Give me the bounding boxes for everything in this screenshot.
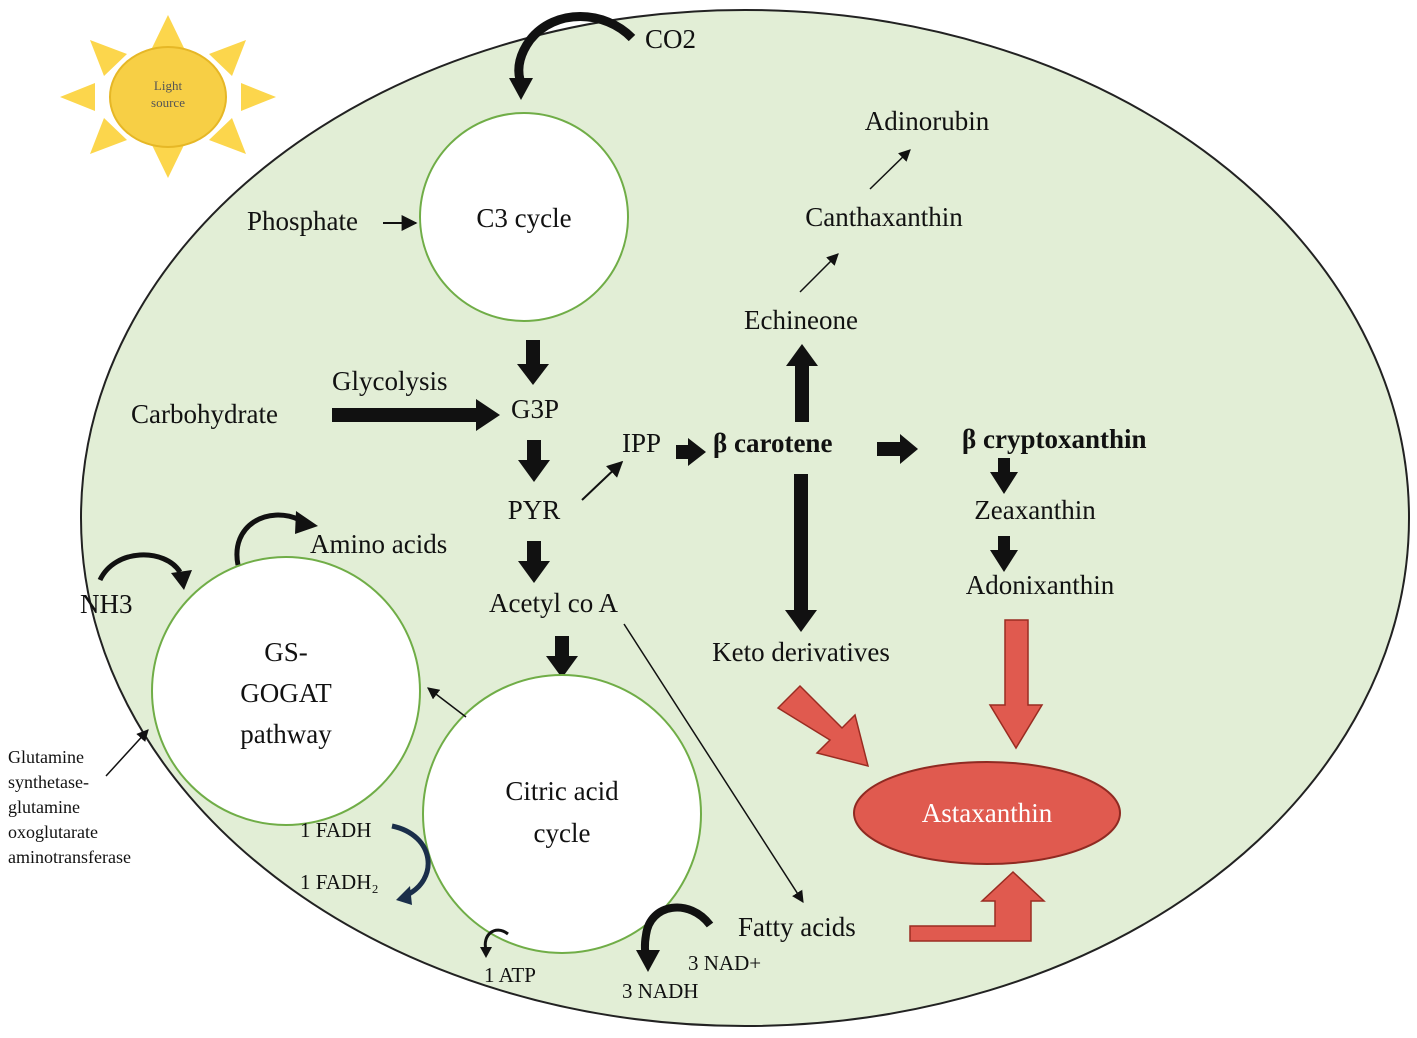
nad-label: 3 NAD+ (688, 951, 761, 975)
fadh-label: 1 FADH (300, 818, 371, 842)
beta-cryptoxanthin-label: β cryptoxanthin (962, 424, 1147, 454)
astaxanthin-label: Astaxanthin (922, 798, 1053, 828)
acetylcoa-to-fatty-acids-arrow (623, 623, 804, 904)
fatty-acids-label: Fatty acids (738, 912, 856, 942)
adinorubin-label: Adinorubin (865, 106, 990, 136)
gs-gogat-line2: GOGAT (240, 678, 332, 708)
zeaxanthin-label: Zeaxanthin (974, 495, 1096, 525)
ipp-label: IPP (622, 428, 661, 458)
citric-to-gs-gogat-arrow (427, 687, 467, 718)
canthaxanthin-label: Canthaxanthin (805, 202, 963, 232)
acetylcoa-to-citric-arrow (546, 636, 578, 678)
sun-icon (60, 15, 276, 178)
g3p-label: G3P (511, 394, 559, 424)
co2-curved-arrow (514, 12, 636, 82)
atp-arrowhead-icon (480, 947, 492, 958)
nh3-label: NH3 (80, 589, 133, 619)
nad-arrowhead-icon (636, 950, 660, 972)
phosphate-label: Phosphate (247, 206, 358, 236)
sun-label-line2: source (151, 95, 185, 110)
gs-gogat-circle (151, 556, 421, 826)
glycolysis-arrow (332, 399, 500, 431)
citric-acid-cycle-circle (422, 674, 702, 954)
enzyme-line3: glutamine (8, 797, 80, 817)
g3p-to-pyr-arrow (518, 440, 550, 482)
cell-boundary (80, 9, 1410, 1027)
co2-label: CO2 (645, 24, 696, 54)
enzyme-arrow (105, 729, 149, 777)
adonixanthin-to-astaxanthin-red-arrow (988, 619, 1044, 750)
citric-acid-line2: cycle (534, 818, 591, 848)
echineone-label: Echineone (744, 305, 858, 335)
pyr-label: PYR (508, 495, 561, 525)
pyr-to-acetylcoa-arrow (518, 541, 550, 583)
fadh-curved-arrow (391, 823, 431, 899)
citric-acid-line1: Citric acid (505, 776, 619, 806)
beta-carotene-to-echineone-arrow (786, 344, 818, 422)
c3-to-g3p-arrow (517, 340, 549, 385)
enzyme-line4: oxoglutarate (8, 822, 98, 842)
amino-acids-arrowhead-icon (295, 511, 318, 534)
fatty-acids-to-astaxanthin-red-arrow (909, 870, 1046, 942)
nh3-curved-arrow (97, 552, 183, 582)
canthaxanthin-to-adinorubin-arrow (869, 149, 911, 190)
keto-to-astaxanthin-red-arrow (776, 684, 870, 768)
atp-curved-arrow (483, 928, 509, 951)
nh3-arrowhead-icon (171, 570, 192, 590)
beta-carotene-label: β carotene (713, 428, 832, 458)
astaxanthin-node (853, 761, 1121, 865)
glycolysis-label: Glycolysis (332, 366, 448, 396)
ipp-to-beta-carotene-arrow (676, 438, 706, 466)
carbohydrate-label: Carbohydrate (131, 399, 278, 429)
amino-acids-label: Amino acids (310, 529, 447, 559)
enzyme-line5: aminotransferase (8, 847, 131, 867)
co2-arrowhead-icon (509, 78, 533, 100)
nadh-label: 3 NADH (622, 979, 698, 1003)
enzyme-line2: synthetase- (8, 772, 89, 792)
enzyme-line1: Glutamine (8, 747, 84, 767)
c3-cycle-circle (419, 112, 629, 322)
pyr-to-ipp-arrow (581, 460, 624, 501)
c3-cycle-label: C3 cycle (476, 203, 571, 233)
gs-gogat-line3: pathway (240, 719, 332, 749)
adonixanthin-label: Adonixanthin (966, 570, 1115, 600)
keto-derivatives-label: Keto derivatives (712, 637, 890, 667)
fadh2-label: 1 FADH₂ (300, 870, 379, 894)
beta-carotene-to-cryptoxanthin-arrow (877, 434, 918, 464)
cryptoxanthin-to-zeaxanthin-arrow (990, 458, 1018, 494)
echineone-to-canthaxanthin-arrow (799, 253, 839, 293)
acetyl-coa-label: Acetyl co A (489, 588, 618, 618)
zeaxanthin-to-adonixanthin-arrow (990, 536, 1018, 572)
gs-gogat-line1: GS- (264, 637, 308, 667)
sun-label-line1: Light (154, 78, 183, 93)
beta-carotene-to-keto-arrow (785, 474, 817, 632)
fadh-arrowhead-icon (396, 886, 412, 905)
amino-acids-curved-arrow (234, 512, 302, 566)
atp-label: 1 ATP (484, 963, 536, 987)
